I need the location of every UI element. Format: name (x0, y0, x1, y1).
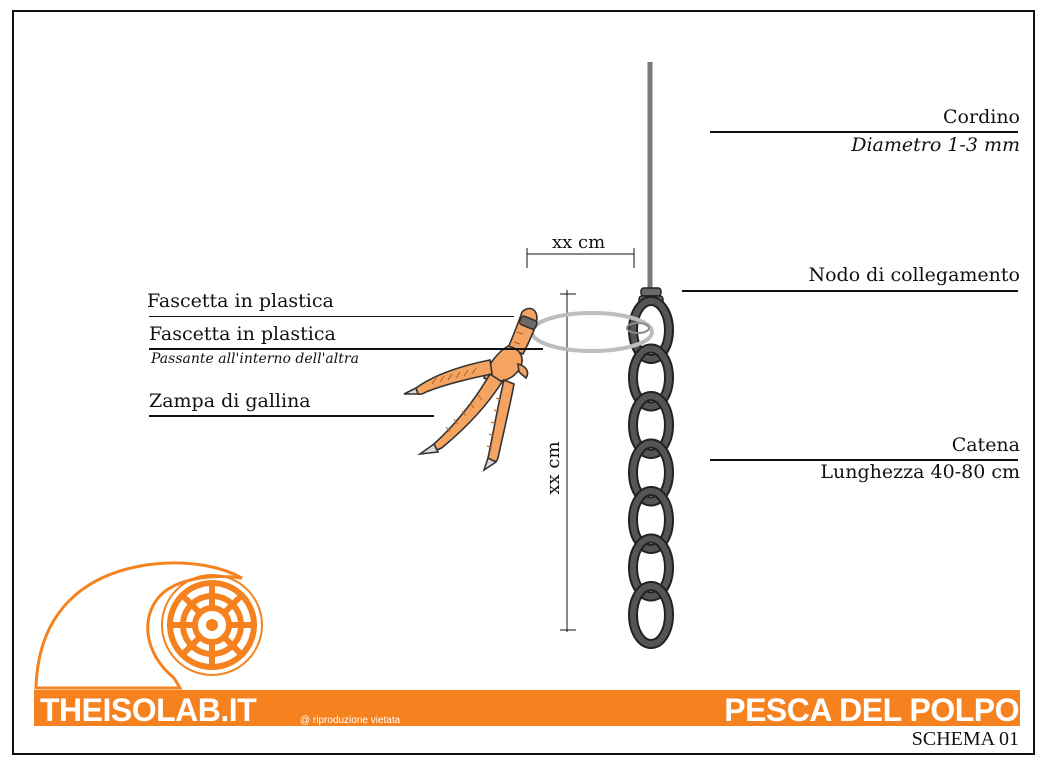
horizontal-dimension (526, 248, 635, 268)
chain-link-fill (630, 393, 672, 457)
chain-link-fill (630, 345, 672, 410)
chain (628, 296, 674, 649)
plastic-tie-label-1: Fascetta in plastica (147, 290, 334, 312)
brand-name: THEISOLAB.IT (40, 692, 257, 728)
logo-spoke (179, 592, 203, 616)
horizontal-dimension-label: xx cm (552, 232, 606, 253)
copyright-notice: @ riproduzione vietata (300, 715, 401, 726)
plastic-tie-leader-1 (149, 316, 514, 317)
chain-link-fill (630, 488, 672, 552)
knot-leader-line (682, 290, 1018, 292)
diagram-artwork (34, 62, 674, 690)
vertical-dimension (560, 290, 576, 632)
diagram-title: PESCA DEL POLPO (724, 692, 1019, 728)
cord-label: Cordino (943, 106, 1020, 128)
plastic-tie-loop (530, 311, 654, 353)
plastic-tie-note: Passante all'interno dell'altra (151, 351, 359, 367)
chain-link-fill (630, 440, 672, 505)
plastic-tie-label-2: Fascetta in plastica (149, 323, 336, 345)
diagram-subtitle: SCHEMA 01 (911, 728, 1019, 750)
vertical-dimension-label: xx cm (543, 441, 564, 495)
chain-label: Catena (951, 434, 1020, 456)
logo-spoke (221, 592, 245, 616)
logo-spoke (221, 634, 245, 658)
chicken-foot-label: Zampa di gallina (149, 390, 311, 412)
chain-leader-line (710, 459, 1018, 461)
chain-link-fill (630, 298, 672, 362)
logo-spoke (179, 634, 203, 658)
chicken-foot (403, 307, 538, 472)
diagram-frame: Cordino Diametro 1-3 mm Nodo di collegam… (12, 10, 1035, 755)
cord-leader-line (710, 131, 1018, 133)
theisolab-logo (34, 561, 263, 690)
chain-link-fill (630, 583, 672, 647)
chicken-foot-leader (149, 415, 434, 417)
chain-link-fill (630, 535, 672, 600)
footer-banner (34, 690, 1020, 726)
plastic-tie-leader-2 (149, 348, 543, 350)
cord-diameter-label: Diametro 1-3 mm (851, 134, 1020, 156)
chain-length-label: Lunghezza 40-80 cm (820, 461, 1020, 483)
knot-label: Nodo di collegamento (808, 264, 1020, 286)
